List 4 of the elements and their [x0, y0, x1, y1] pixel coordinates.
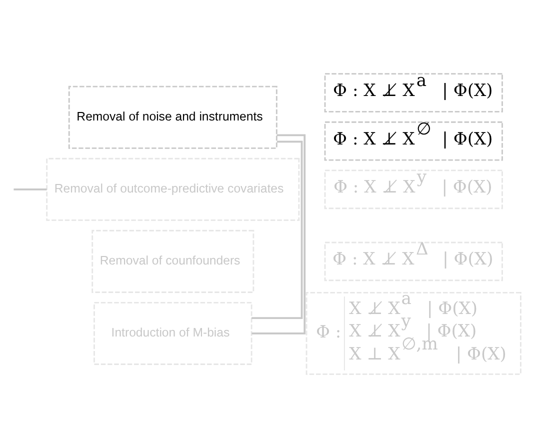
- connector: [252, 134, 306, 334]
- node-box: Removal of noise and instruments: [68, 86, 278, 149]
- connector: [14, 188, 47, 190]
- connector: [252, 140, 303, 319]
